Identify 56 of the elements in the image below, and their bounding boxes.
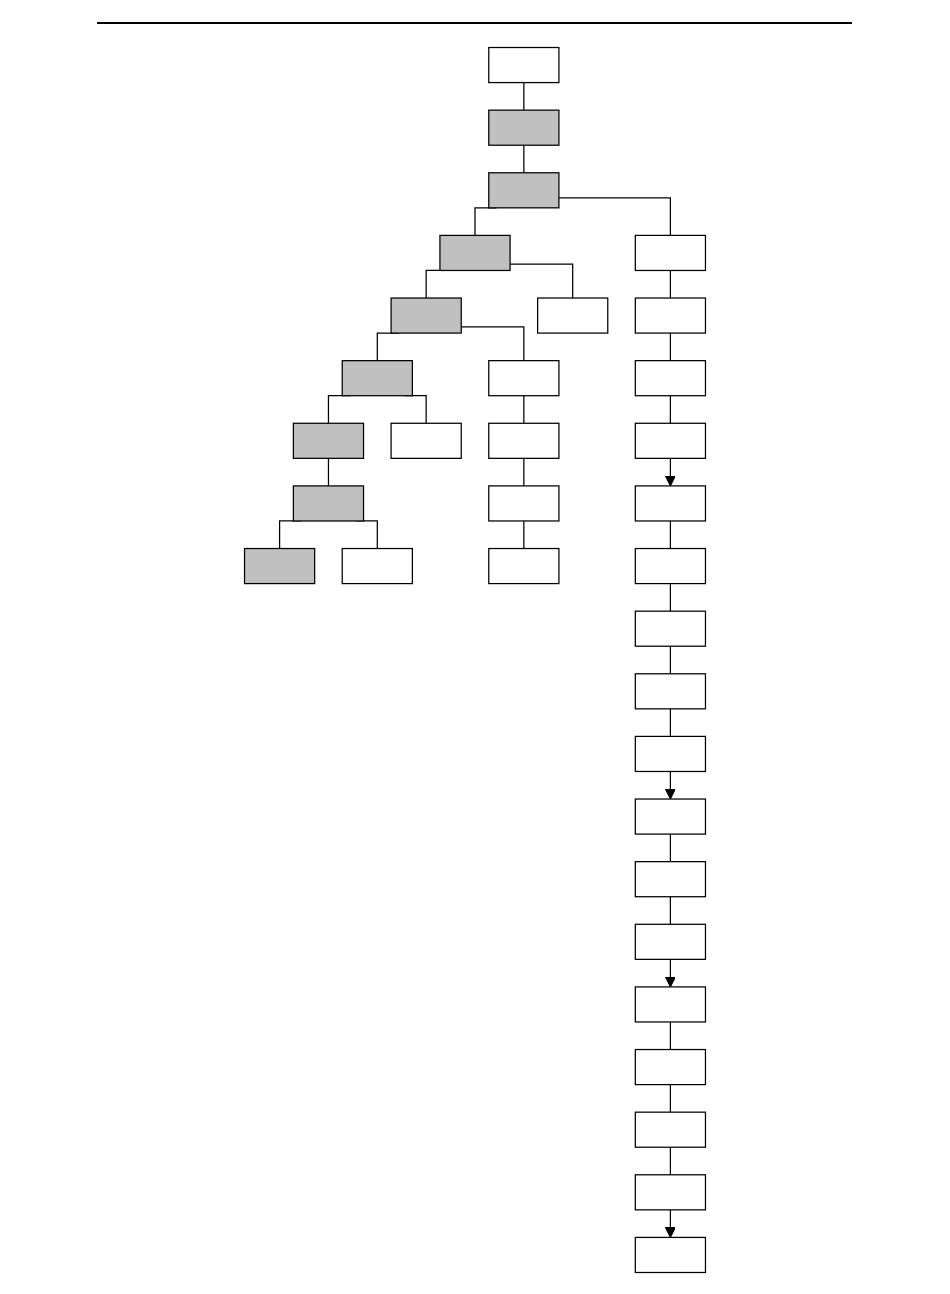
node-box	[292, 485, 365, 522]
node-box	[341, 360, 413, 397]
node-box	[390, 297, 462, 334]
arrow	[664, 770, 676, 800]
connector	[669, 1021, 671, 1051]
node-box	[292, 422, 365, 459]
node-box	[488, 485, 560, 522]
node-box	[488, 547, 560, 585]
node-box	[634, 923, 707, 960]
connector	[669, 332, 671, 362]
node-box	[634, 861, 707, 898]
connector	[669, 395, 671, 424]
node-box	[488, 46, 560, 84]
connector	[327, 457, 330, 487]
node-box	[634, 485, 707, 522]
connector	[669, 1084, 671, 1113]
node-box	[634, 1111, 707, 1148]
node-box	[634, 986, 707, 1023]
node-box	[634, 360, 707, 397]
connector	[523, 81, 525, 111]
connector	[669, 520, 671, 550]
node-box	[634, 1236, 707, 1274]
node-box	[537, 297, 609, 334]
node-box	[634, 1174, 707, 1211]
node-box	[634, 1048, 707, 1086]
connector	[669, 708, 671, 738]
connector	[669, 582, 671, 612]
node-box	[390, 422, 462, 459]
node-box	[488, 172, 560, 209]
arrow	[664, 1209, 676, 1238]
node-box	[488, 422, 560, 459]
connector	[523, 457, 525, 487]
node-box	[634, 547, 707, 585]
connector	[669, 896, 671, 925]
node-box	[488, 109, 560, 146]
connector	[558, 197, 671, 236]
node-box	[488, 360, 560, 397]
node-box	[634, 798, 707, 835]
node-box	[634, 234, 707, 272]
node-box	[634, 297, 707, 334]
connector	[669, 833, 671, 863]
connector	[669, 645, 671, 675]
connector	[523, 520, 525, 550]
connector	[669, 269, 671, 299]
node-box	[634, 610, 707, 647]
node-box	[341, 547, 413, 585]
arrow	[664, 958, 676, 988]
node-box	[439, 234, 511, 272]
arrow	[664, 457, 676, 487]
connector	[523, 144, 525, 174]
node-box	[243, 547, 316, 585]
node-box	[634, 673, 707, 710]
node-box	[634, 422, 707, 459]
node-box	[634, 735, 707, 773]
connector	[523, 395, 525, 424]
connector	[669, 1146, 671, 1176]
